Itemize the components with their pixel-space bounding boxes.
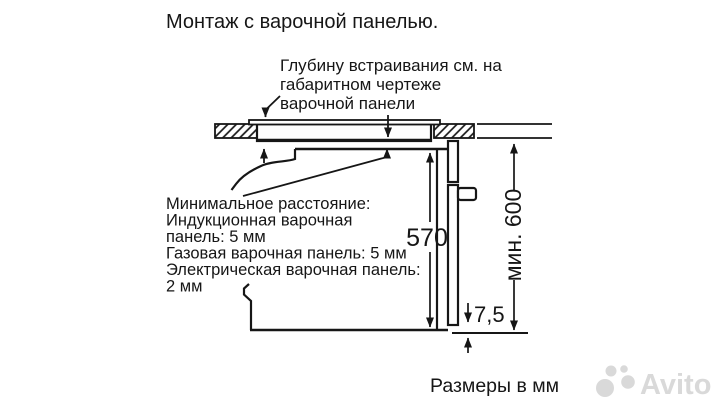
worktop-right-section	[433, 123, 475, 139]
min-distance-leader-arrow	[242, 148, 391, 197]
avito-logo-icon	[596, 365, 635, 397]
min-distance-annotation: Минимальное расстояние: Индукционная вар…	[166, 148, 421, 296]
oven-left-break-edge	[242, 283, 253, 330]
min-distance-note-line-2: Индукционная варочная	[166, 212, 352, 230]
min-distance-note-line-1: Минимальное расстояние:	[166, 195, 371, 213]
dimension-7-5: 7,5	[464, 302, 505, 353]
min-distance-note-line-5: Электрическая варочная панель:	[166, 261, 421, 279]
hob-body	[255, 122, 433, 143]
embed-depth-note-line-2: габаритном чертеже	[280, 75, 441, 94]
units-note: Размеры в мм	[430, 375, 559, 397]
oven-control-panel	[446, 139, 460, 184]
min-distance-note-line-3: панель: 5 мм	[166, 228, 266, 246]
worktop-left-section	[214, 123, 258, 139]
embed-depth-note-line-3: варочной панели	[280, 94, 415, 113]
min-distance-note-line-6: 2 мм	[166, 278, 202, 296]
dim-570-label: 570	[406, 224, 448, 252]
worktop	[214, 123, 552, 139]
embed-depth-annotation: Глубину встраивания см. на габаритном че…	[261, 56, 502, 138]
oven-top-break-edge	[230, 149, 297, 191]
oven-door-handle	[456, 186, 478, 202]
embed-depth-note-line-1: Глубину встраивания см. на	[280, 56, 502, 75]
diagram-title: Монтаж с варочной панелью.	[166, 11, 438, 33]
hob-flange	[248, 119, 441, 126]
avito-watermark: Avito	[596, 365, 711, 401]
oven	[230, 139, 528, 334]
embed-depth-leader-arrow	[261, 95, 281, 118]
oven-door	[446, 183, 460, 327]
min-distance-note-line-4: Газовая варочная панель: 5 мм	[166, 245, 407, 263]
dimension-570: 570	[406, 152, 448, 328]
dim-600-label: мин. 600	[500, 189, 526, 282]
dim-7-5-label: 7,5	[474, 302, 505, 327]
hob	[248, 119, 441, 143]
dimension-600: мин. 600	[500, 143, 526, 331]
avito-watermark-text: Avito	[640, 369, 711, 401]
